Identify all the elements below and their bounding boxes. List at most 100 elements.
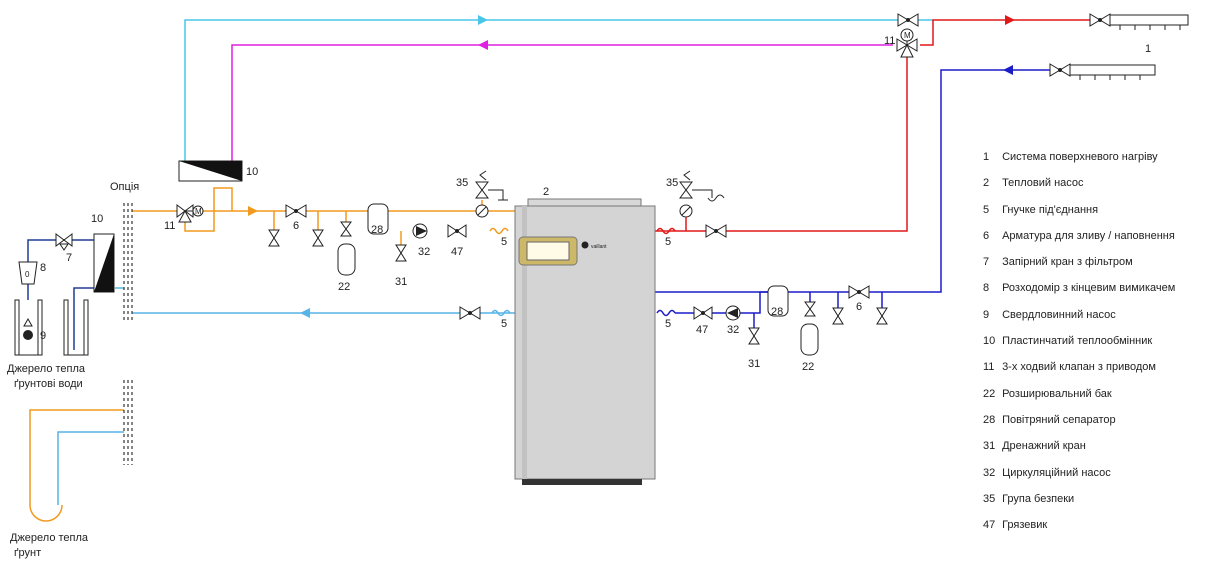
legend-text: Запірний кран з фільтром bbox=[1002, 256, 1133, 269]
legend-item: 31 Дренажний кран bbox=[983, 439, 1208, 465]
legend-number: 7 bbox=[983, 256, 990, 269]
legend-item: 28 Повітряний сепаратор bbox=[983, 413, 1208, 439]
label-flex-right: 5 bbox=[665, 236, 671, 248]
legend-item: 5 Гнучке під'єднання bbox=[983, 203, 1208, 229]
legend-number: 11 bbox=[983, 361, 995, 374]
flow-arrow bbox=[248, 206, 258, 216]
legend-text: Дренажний кран bbox=[1002, 440, 1086, 453]
gate-valve-red bbox=[705, 224, 727, 238]
circulation-pump-left bbox=[412, 223, 428, 239]
gate-valve-6-left bbox=[285, 204, 307, 218]
flow-arrow bbox=[478, 15, 488, 25]
label-pump-left: 32 bbox=[418, 246, 430, 258]
legend-text: Розходомір з кінцевим вимикачем bbox=[1002, 282, 1176, 295]
option-boundary bbox=[123, 203, 133, 465]
shutoff-valve-filter bbox=[55, 233, 73, 251]
legend-item: 11 3-х ходвий клапан з приводом bbox=[983, 360, 1208, 386]
legend-item: 47 Грязевик bbox=[983, 518, 1208, 544]
legend-number: 8 bbox=[983, 282, 990, 295]
legend-number: 22 bbox=[983, 387, 996, 400]
legend-number: 9 bbox=[983, 308, 990, 321]
legend-number: 47 bbox=[983, 519, 996, 532]
legend-item: 1 Система поверхневого нагріву bbox=[983, 150, 1208, 176]
drain-valve-31-right bbox=[748, 313, 760, 345]
legend-text: Арматура для зливу / наповнення bbox=[1002, 229, 1175, 242]
legend-item: 6 Арматура для зливу / наповнення bbox=[983, 229, 1208, 255]
label-separator-right: 28 bbox=[771, 306, 783, 318]
label-flex-left: 5 bbox=[501, 236, 507, 248]
legend-text: Циркуляційний насос bbox=[1002, 466, 1111, 479]
legend-item: 7 Запірний кран з фільтром bbox=[983, 255, 1208, 281]
legend-text: Розширювальний бак bbox=[1002, 387, 1112, 400]
safety-group-right bbox=[679, 170, 725, 231]
label-heat-pump: 2 bbox=[543, 186, 549, 198]
legend-number: 31 bbox=[983, 440, 996, 453]
gate-valve-return bbox=[459, 306, 481, 320]
label-strainer-right: 47 bbox=[696, 324, 708, 336]
brand-logo bbox=[581, 241, 589, 249]
legend-number: 28 bbox=[983, 413, 996, 426]
gate-valve-cyan bbox=[897, 13, 919, 27]
legend-item: 32 Циркуляційний насос bbox=[983, 466, 1208, 492]
svg-text:vaillant: vaillant bbox=[591, 244, 607, 250]
legend-item: 10 Пластинчатий теплообмінник bbox=[983, 334, 1208, 360]
label-source-groundwater-1: Джерело тепла bbox=[7, 363, 86, 375]
label-hx-top: 10 bbox=[246, 166, 258, 178]
legend-number: 35 bbox=[983, 492, 996, 505]
label-source-ground-1: Джерело тепла bbox=[10, 532, 89, 544]
label-valve3-left: 11 bbox=[164, 220, 175, 232]
label-drain-right: 31 bbox=[748, 358, 760, 370]
pipe-orange-bypass bbox=[184, 187, 233, 232]
legend-item: 2 Тепловий насос bbox=[983, 176, 1208, 202]
label-expansion-left: 22 bbox=[338, 281, 350, 293]
label-pump-right: 32 bbox=[727, 324, 739, 336]
legend-number: 1 bbox=[983, 151, 990, 163]
flow-arrow bbox=[300, 308, 310, 318]
legend-number: 6 bbox=[983, 229, 990, 242]
label-heating-system: 1 bbox=[1145, 43, 1151, 55]
pipe-navy-well bbox=[27, 239, 94, 300]
air-separator-left bbox=[367, 203, 389, 235]
drain-valve bbox=[268, 229, 280, 247]
heating-manifold-top bbox=[1089, 13, 1189, 30]
pipe-red-down bbox=[655, 57, 908, 232]
pipe-ground-loop-orange bbox=[29, 409, 124, 522]
safety-group-left bbox=[475, 170, 508, 218]
flow-arrow bbox=[478, 40, 488, 50]
legend-text: Група безпеки bbox=[1002, 492, 1075, 505]
label-source-groundwater-2: ґрунтові води bbox=[14, 378, 83, 390]
legend-number: 10 bbox=[983, 335, 996, 348]
air-separator-right bbox=[767, 285, 789, 317]
drain-valve bbox=[832, 292, 844, 325]
flex-connection-left bbox=[489, 227, 509, 235]
label-strainer-left: 47 bbox=[451, 246, 463, 258]
valve-22-right bbox=[800, 292, 819, 356]
plate-heat-exchanger-left bbox=[93, 233, 115, 293]
circulation-pump-right bbox=[725, 305, 741, 321]
heat-pump: vaillant bbox=[514, 198, 656, 485]
pipe-cyan-top bbox=[184, 19, 905, 165]
pipe-navy-well-return bbox=[73, 287, 94, 350]
pipe-ground-loop-blue bbox=[57, 431, 124, 505]
legend-text: 3-х ходвий клапан з приводом bbox=[1002, 361, 1156, 374]
flow-arrow bbox=[1005, 15, 1015, 25]
label-flowmeter-glyph: 0 bbox=[25, 270, 30, 279]
label-fill-drain-right: 6 bbox=[856, 301, 862, 313]
label-shutoff-filter: 7 bbox=[66, 252, 72, 264]
legend-text: Повітряний сепаратор bbox=[1002, 413, 1116, 426]
legend-item: 22 Розширювальний бак bbox=[983, 387, 1208, 413]
flex-connection-left-return bbox=[491, 309, 511, 317]
flow-arrow bbox=[1003, 65, 1013, 75]
label-source-ground-2: ґрунт bbox=[14, 547, 41, 559]
label-flowmeter: 8 bbox=[40, 262, 46, 274]
label-safety-right: 35 bbox=[666, 177, 678, 189]
flex-connection-right bbox=[656, 227, 676, 235]
legend-text: Грязевик bbox=[1002, 519, 1048, 532]
label-valve3-motor-right: M bbox=[904, 31, 911, 40]
drain-valve bbox=[312, 229, 324, 247]
label-option: Опція bbox=[110, 181, 139, 193]
label-valve3-right: 11 bbox=[884, 35, 895, 47]
label-flex-right-return: 5 bbox=[665, 318, 671, 330]
legend-number: 2 bbox=[983, 177, 990, 190]
